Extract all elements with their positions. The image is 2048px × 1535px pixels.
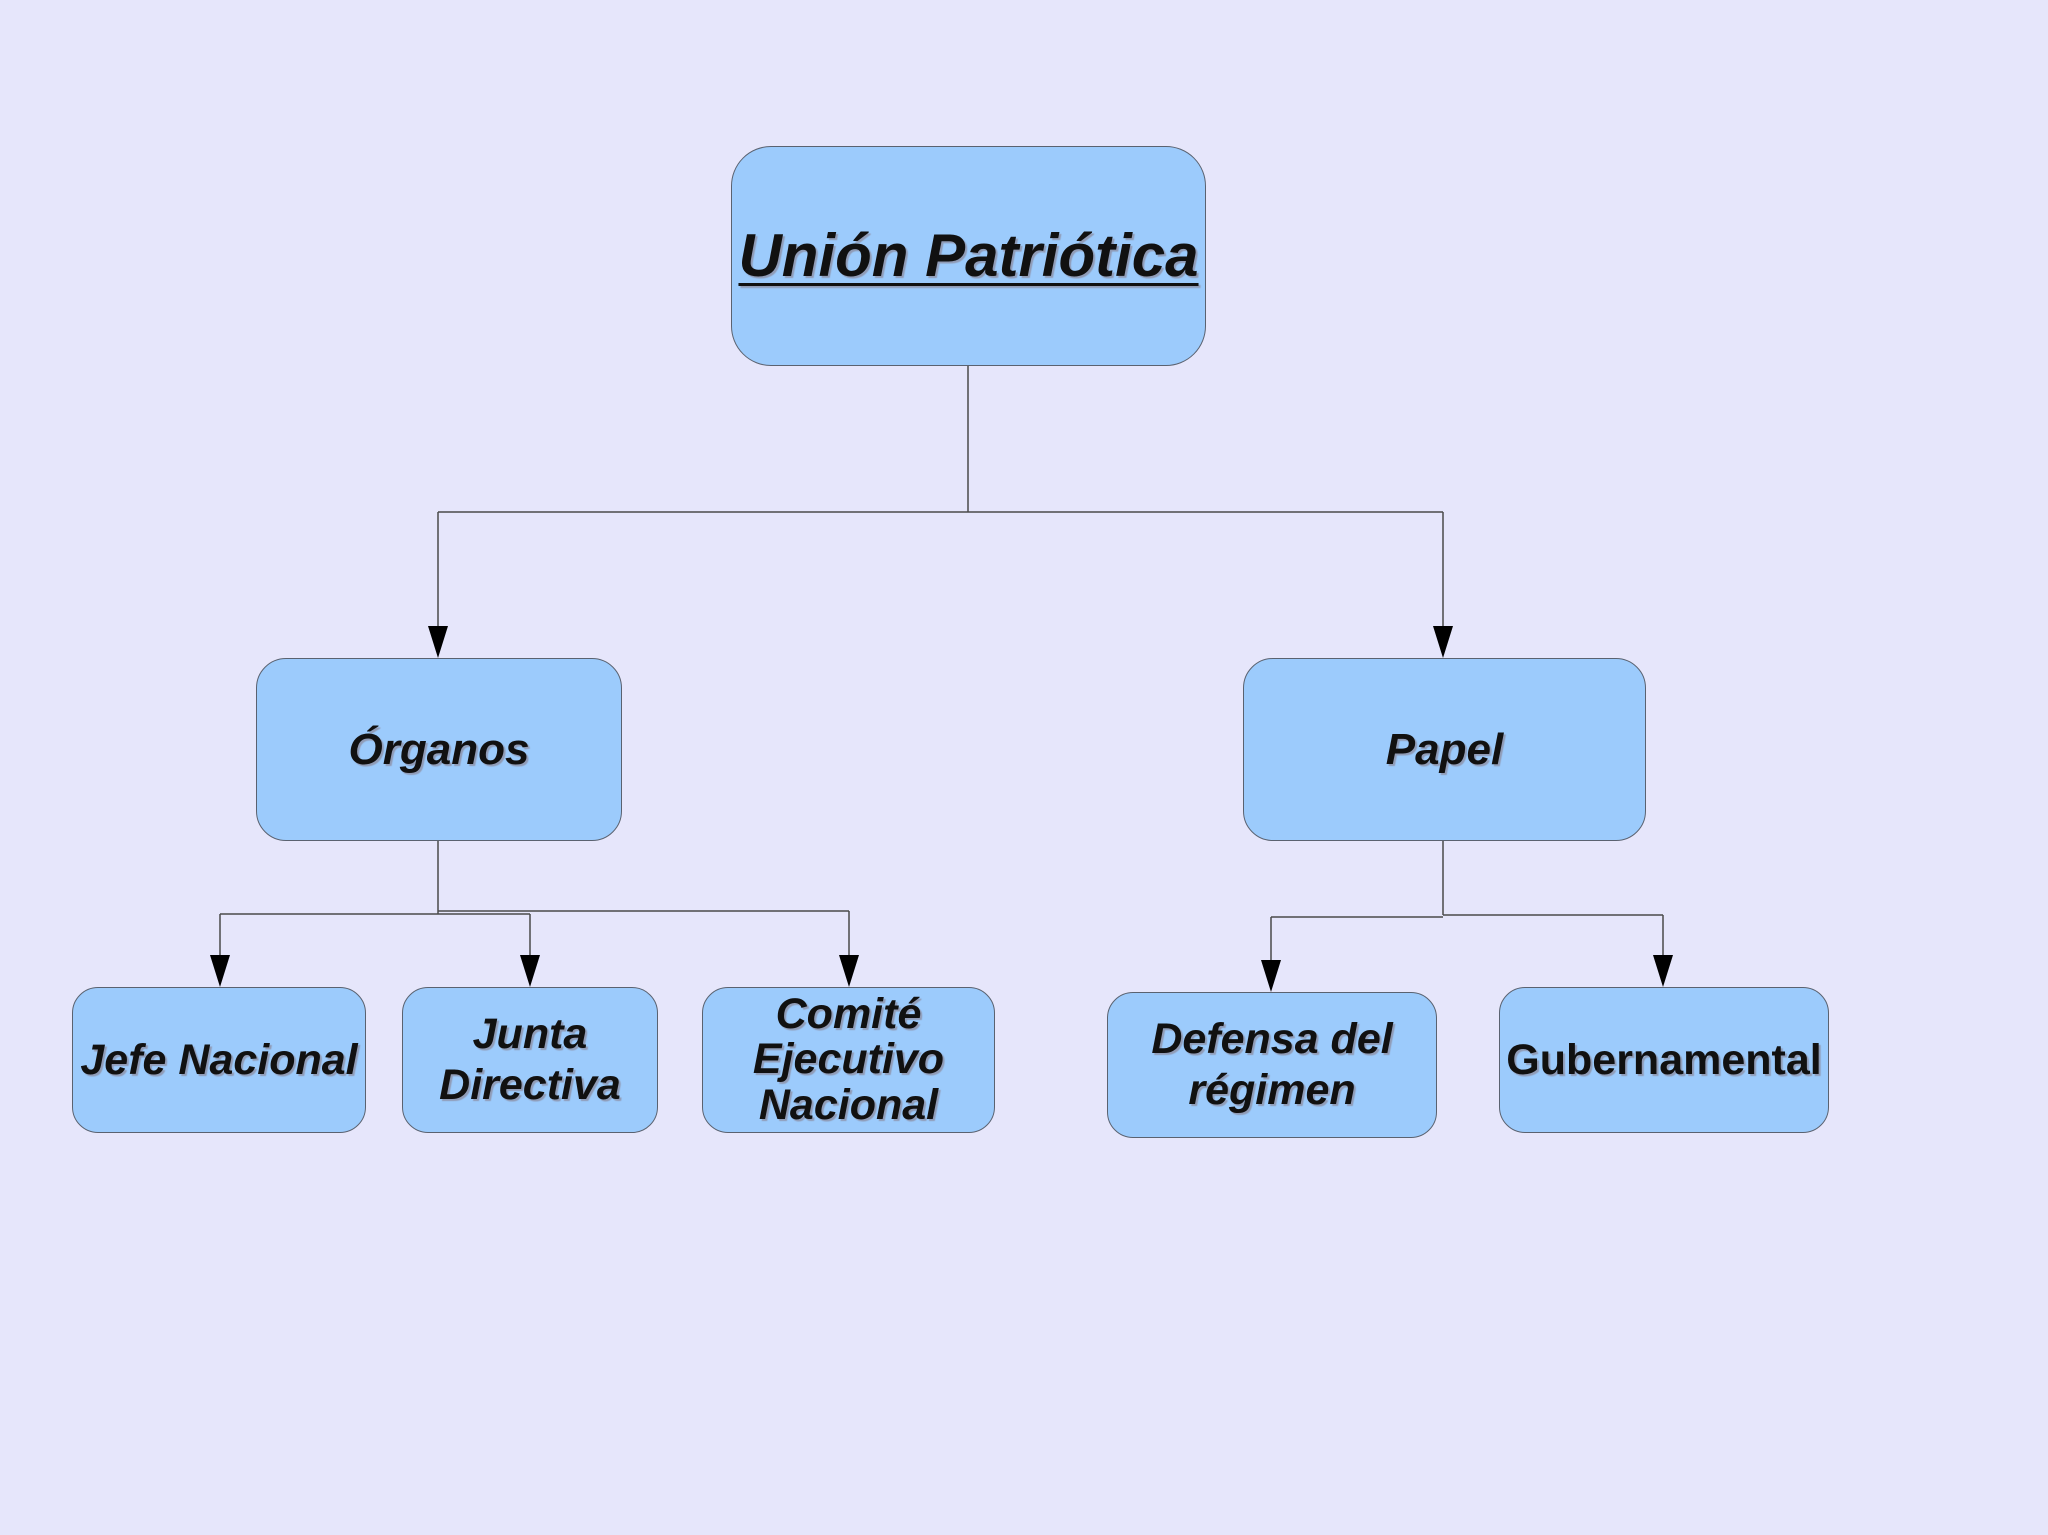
node-defensa-del-regimen: Defensa del régimen [1107,992,1437,1138]
node-papel: Papel [1243,658,1646,841]
node-label: Defensa del régimen [1151,1015,1393,1114]
arrow-to-junta [520,955,540,987]
node-gubernamental: Gubernamental [1499,987,1829,1133]
arrow-to-organos [428,626,448,658]
arrow-to-defensa [1261,960,1281,992]
node-organos: Órganos [256,658,622,841]
node-comite-ejecutivo-nacional: Comité Ejecutivo Nacional [702,987,995,1133]
arrow-to-papel [1433,626,1453,658]
node-jefe-nacional: Jefe Nacional [72,987,366,1133]
arrow-to-jefe [210,955,230,987]
node-label: Papel [1385,724,1504,774]
node-label: Gubernamental [1506,1035,1822,1084]
node-union-patriotica: Unión Patriótica [731,146,1206,366]
node-label: Jefe Nacional [80,1035,358,1084]
node-label: Comité Ejecutivo Nacional [752,990,945,1129]
node-label: Junta Directiva [439,1010,621,1109]
arrow-to-comite [839,955,859,987]
node-label: Órganos [348,724,530,774]
arrow-to-guber [1653,955,1673,987]
node-junta-directiva: Junta Directiva [402,987,658,1133]
node-label: Unión Patriótica [738,221,1199,289]
